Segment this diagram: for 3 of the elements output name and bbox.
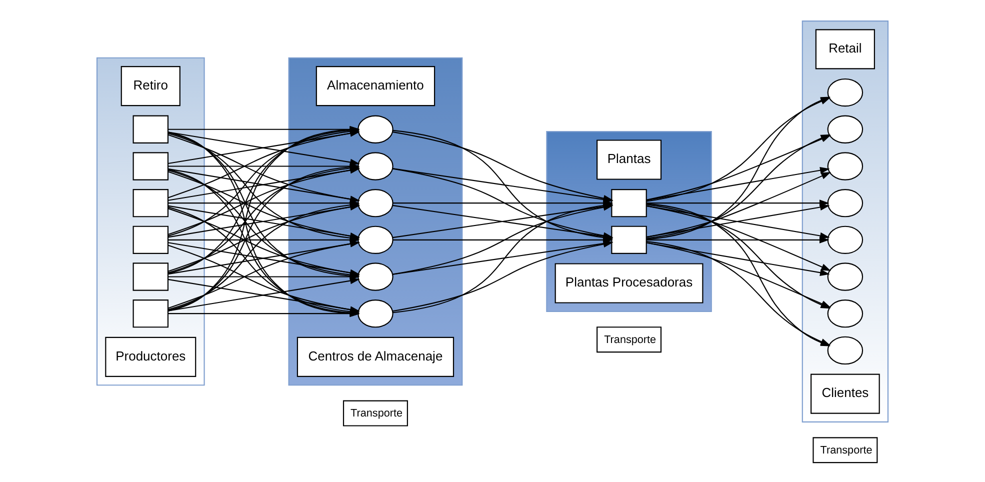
label: Transporte	[820, 444, 872, 456]
label: Transporte	[604, 334, 656, 346]
label: Transporte	[350, 408, 403, 420]
